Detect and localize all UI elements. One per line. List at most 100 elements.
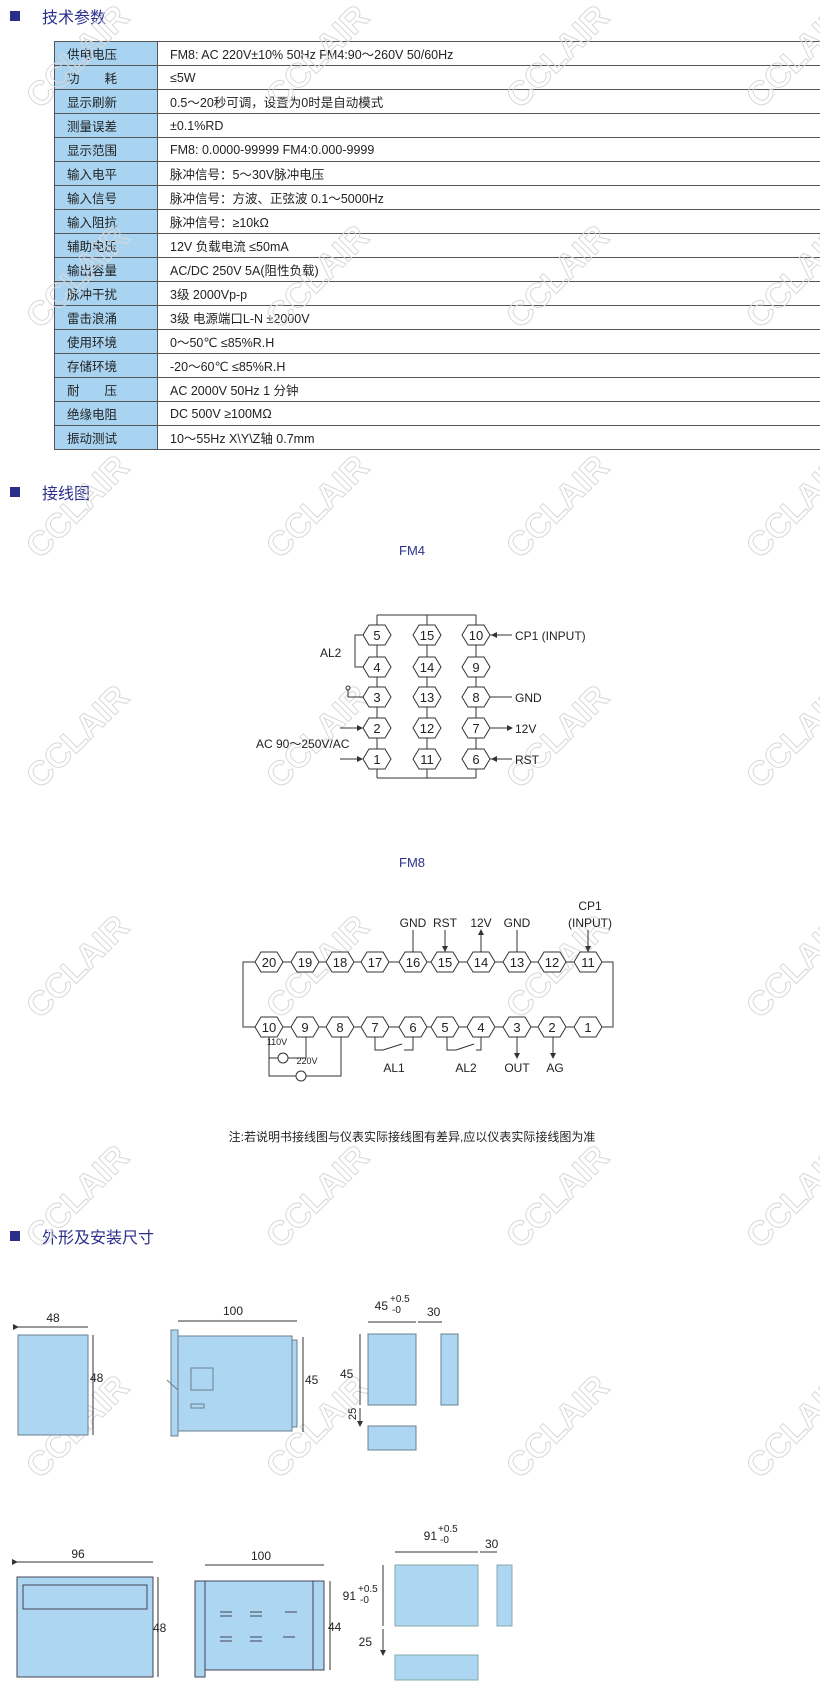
fm8-label-al1: AL1 — [383, 1061, 405, 1075]
terminal-number: 18 — [333, 955, 347, 970]
watermark-text: CCLAIR — [739, 218, 820, 336]
fm4-terminal: 4 — [362, 656, 392, 678]
fm8-label-cp1: CP1 — [578, 899, 602, 913]
terminal-number: 15 — [420, 628, 434, 643]
watermark-text: CCLAIR — [739, 448, 820, 566]
bullet-square-icon — [10, 487, 20, 497]
cutout-gap-30-2: 30 — [485, 1537, 499, 1551]
fm8-terminal: 10 — [254, 1016, 284, 1038]
watermark-text: CCLAIR — [499, 1138, 617, 1256]
spec-row: 输入阻抗脉冲信号：≥10kΩ — [54, 209, 820, 234]
spec-label: 功 耗 — [54, 65, 158, 90]
fm8-terminal: 17 — [360, 951, 390, 973]
fm4-label-gnd: GND — [515, 691, 542, 705]
fm8-terminal: 9 — [290, 1016, 320, 1038]
fm8-terminal: 7 — [360, 1016, 390, 1038]
watermark-text: CCLAIR — [739, 908, 820, 1026]
spec-label: 使用环境 — [54, 329, 158, 354]
fm8-label-rst: RST — [433, 916, 458, 930]
fm4-terminal: 3 — [362, 686, 392, 708]
spec-label: 输入电平 — [54, 161, 158, 186]
terminal-number: 16 — [406, 955, 420, 970]
bullet-square-icon — [10, 1231, 20, 1241]
terminal-number: 8 — [336, 1020, 343, 1035]
fm8-label-110v: 110V — [267, 1037, 287, 1047]
watermark-text: CCLAIR — [259, 1138, 377, 1256]
watermark-text: CCLAIR — [499, 0, 617, 116]
fm8-label-gnd: GND — [400, 916, 427, 930]
section-title: 技术参数 — [42, 10, 107, 27]
terminal-number: 7 — [371, 1020, 378, 1035]
fm8-title: FM8 — [399, 855, 425, 870]
dim-45-body: 45 — [305, 1373, 319, 1387]
fm4-terminal: 1 — [362, 748, 392, 770]
terminal-number: 4 — [373, 660, 380, 675]
spec-label: 雷击浪涌 — [54, 305, 158, 330]
section-title: 接线图 — [42, 486, 91, 503]
spec-label: 振动测试 — [54, 425, 158, 450]
section-tech-heading: 技术参数 — [10, 4, 106, 28]
terminal-number: 9 — [301, 1020, 308, 1035]
fm8-terminal: 14 — [466, 951, 496, 973]
watermark-text: CCLAIR — [19, 218, 137, 336]
watermark-text: CCLAIR — [259, 448, 377, 566]
fm4-terminal: 8 — [461, 686, 491, 708]
terminal-number: 3 — [513, 1020, 520, 1035]
spec-label: 显示刷新 — [54, 89, 158, 114]
section-title: 外形及安装尺寸 — [42, 1230, 155, 1247]
dimension-drawings-48 — [17, 1329, 459, 1451]
dimension-lines-48 — [18, 1320, 442, 1435]
fm8-terminal: 11 — [573, 951, 603, 973]
fm4-terminal: 7 — [461, 717, 491, 739]
fm8-label-12v: 12V — [470, 916, 491, 930]
spec-value: 10～55Hz X\Y\Z轴 0.7mm — [157, 425, 820, 450]
tolerance-minus: -0 — [392, 1305, 401, 1316]
fm4-terminal: 11 — [412, 748, 442, 770]
terminal-number: 8 — [472, 690, 479, 705]
fm4-terminal: 5 — [362, 624, 392, 646]
terminal-number: 13 — [510, 955, 524, 970]
terminal-number: 11 — [581, 955, 595, 970]
cutout-45-height: 45 — [340, 1367, 354, 1381]
tolerance-minus-2: -0 — [440, 1535, 449, 1546]
terminal-number: 14 — [474, 955, 488, 970]
watermark-text: CCLAIR — [739, 1368, 820, 1486]
fm8-terminal: 8 — [325, 1016, 355, 1038]
terminal-number: 19 — [298, 955, 312, 970]
fm4-terminal: 14 — [412, 656, 442, 678]
dim-100-depth: 100 — [223, 1304, 243, 1318]
tolerance-minus-3: -0 — [360, 1595, 369, 1606]
fm4-terminal: 6 — [461, 748, 491, 770]
fm8-terminal: 19 — [290, 951, 320, 973]
fm8-terminal: 6 — [398, 1016, 428, 1038]
watermark-text: CCLAIR — [739, 678, 820, 796]
terminal-number: 5 — [373, 628, 380, 643]
cutout-gap-25-2: 25 — [359, 1635, 373, 1649]
spec-label: 存储环境 — [54, 353, 158, 378]
watermark-text: CCLAIR — [499, 218, 617, 336]
fm4-terminal: 15 — [412, 624, 442, 646]
tolerance-plus-3: +0.5 — [358, 1584, 378, 1595]
spec-label: 耐 压 — [54, 377, 158, 402]
watermark-text: CCLAIR — [499, 1368, 617, 1486]
fm8-terminal: 16 — [398, 951, 428, 973]
tolerance-plus-2: +0.5 — [438, 1524, 458, 1535]
terminal-number: 12 — [545, 955, 559, 970]
fm8-terminal: 12 — [537, 951, 567, 973]
wiring-note: 注:若说明书接线图与仪表实际接线图有差异,应以仪表实际接线图为准 — [229, 1129, 596, 1144]
section-wiring-heading: 接线图 — [10, 480, 90, 504]
spec-value: 脉冲信号：5～30V脉冲电压 — [157, 161, 820, 186]
fm8-terminal: 1 — [573, 1016, 603, 1038]
fm8-terminal: 15 — [430, 951, 460, 973]
dim-96-width: 96 — [71, 1547, 85, 1561]
dim-48-width: 48 — [46, 1311, 60, 1325]
terminal-number: 20 — [262, 955, 276, 970]
spec-label: 测量误差 — [54, 113, 158, 138]
spec-row: 测量误差±0.1%RD — [54, 113, 820, 138]
spec-label: 供电电压 — [54, 41, 158, 66]
